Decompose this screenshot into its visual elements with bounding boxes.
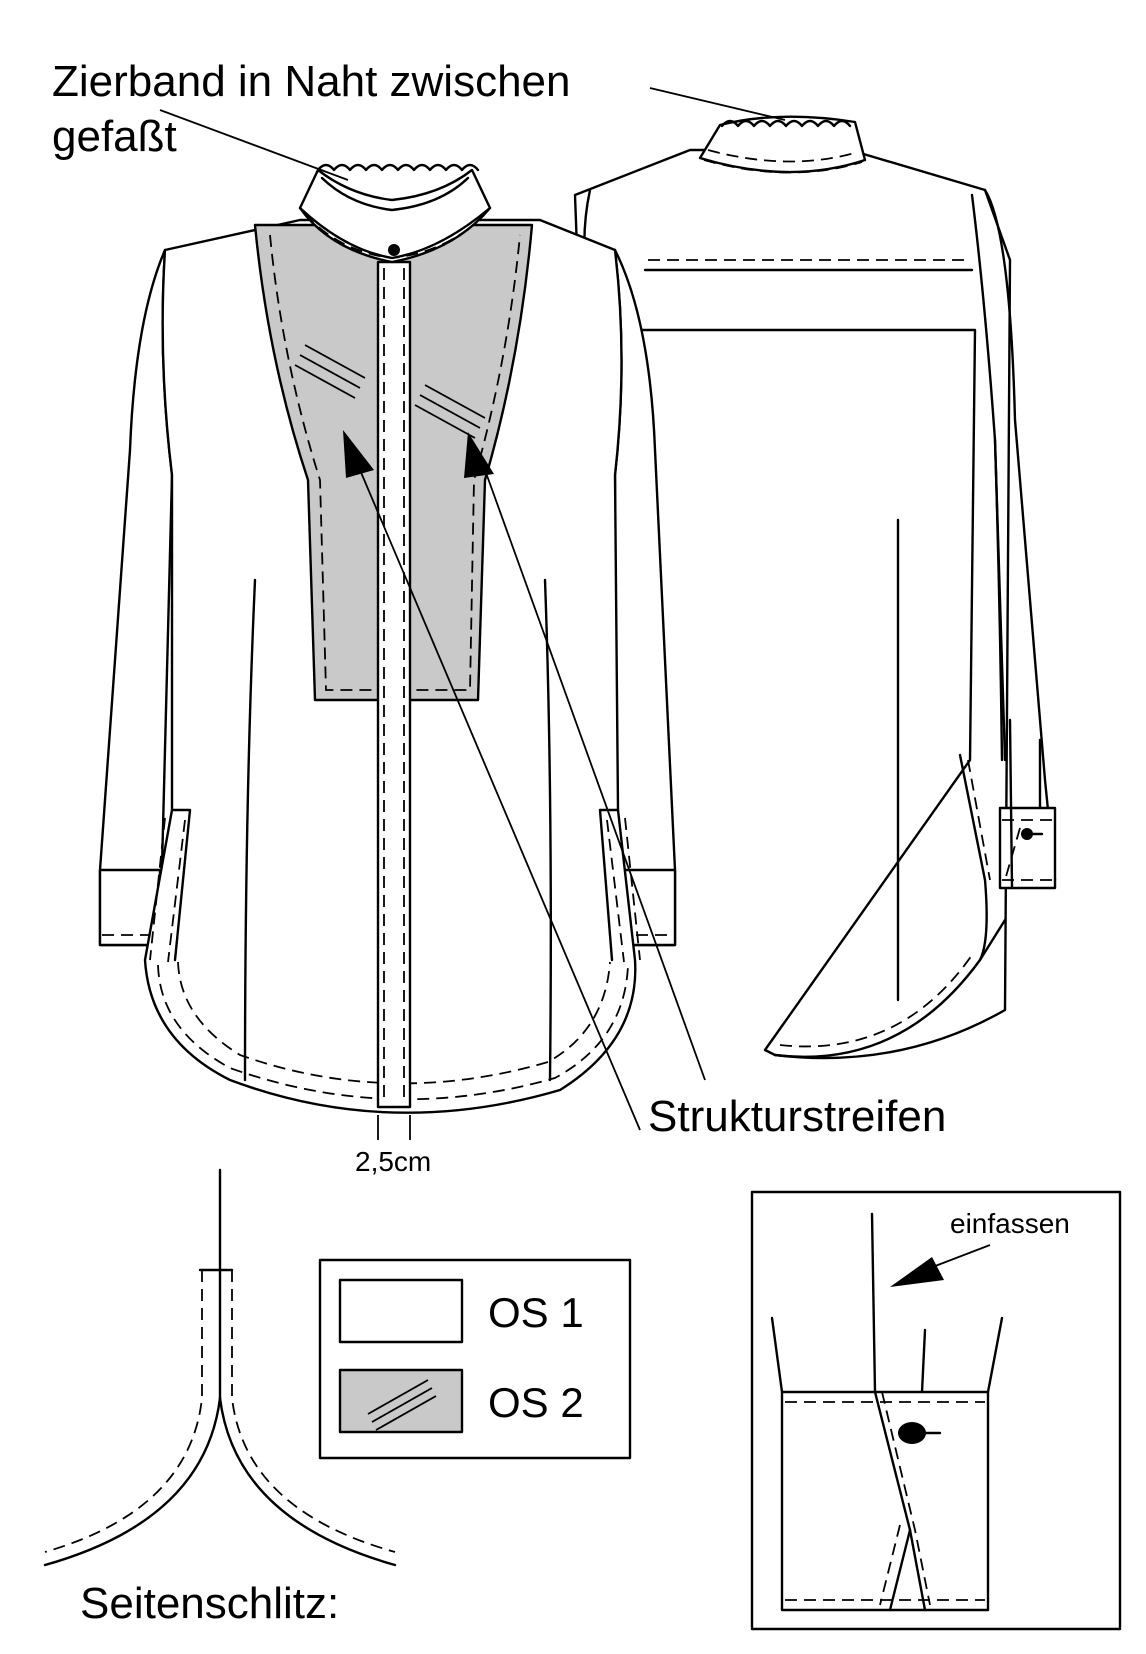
front-right-sleeve (613, 248, 677, 947)
ribbon-note-line2: gefaßt (52, 112, 177, 161)
front-stand-collar (298, 168, 492, 260)
legend-label-os2: OS 2 (488, 1379, 584, 1426)
back-ruffle (720, 119, 852, 128)
front-left-sleeve (98, 248, 174, 947)
back-collar (698, 115, 867, 174)
front-view (98, 87, 786, 1140)
texture-stripes-left (294, 344, 366, 399)
cuff-detail-cuff (780, 1390, 990, 1612)
texture-stripes-label: Strukturstreifen (648, 1092, 947, 1141)
back-sleeve (983, 188, 1057, 887)
ribbon-note-line1: Zierband in Naht zwischen (52, 57, 571, 106)
binding-leader (929, 1244, 991, 1269)
side-slit-detail (43, 1168, 397, 1567)
stripe-arrowhead-1 (343, 430, 374, 478)
ribbon-leader-back (649, 87, 786, 121)
binding-arrowhead (890, 1257, 944, 1287)
placket-width-label: 2,5cm (355, 1146, 432, 1177)
side-slit-title: Seitenschlitz: (80, 1579, 340, 1628)
back-hem (773, 918, 1007, 1058)
legend-swatch-os1 (338, 1278, 464, 1344)
stripe-arrowhead-2 (464, 432, 494, 478)
back-cuff-button (1021, 828, 1033, 840)
collar-button (388, 244, 400, 256)
texture-stripes-right (414, 384, 486, 439)
cuff-detail (750, 1190, 1122, 1631)
cuff-detail-button (898, 1422, 926, 1444)
back-cuff (998, 806, 1057, 890)
back-body (573, 148, 1012, 1060)
stripe-leader-2 (484, 469, 706, 1081)
legend-swatch-os2 (338, 1368, 464, 1434)
ribbon-leader-front (159, 109, 349, 181)
legend-label-os1: OS 1 (488, 1289, 584, 1336)
binding-note-label: einfassen (950, 1208, 1070, 1239)
back-view (573, 115, 1057, 1060)
front-ruffle (316, 163, 480, 172)
legend (318, 1258, 632, 1460)
front-placket (376, 260, 412, 1109)
stripe-leader-1 (359, 469, 641, 1131)
